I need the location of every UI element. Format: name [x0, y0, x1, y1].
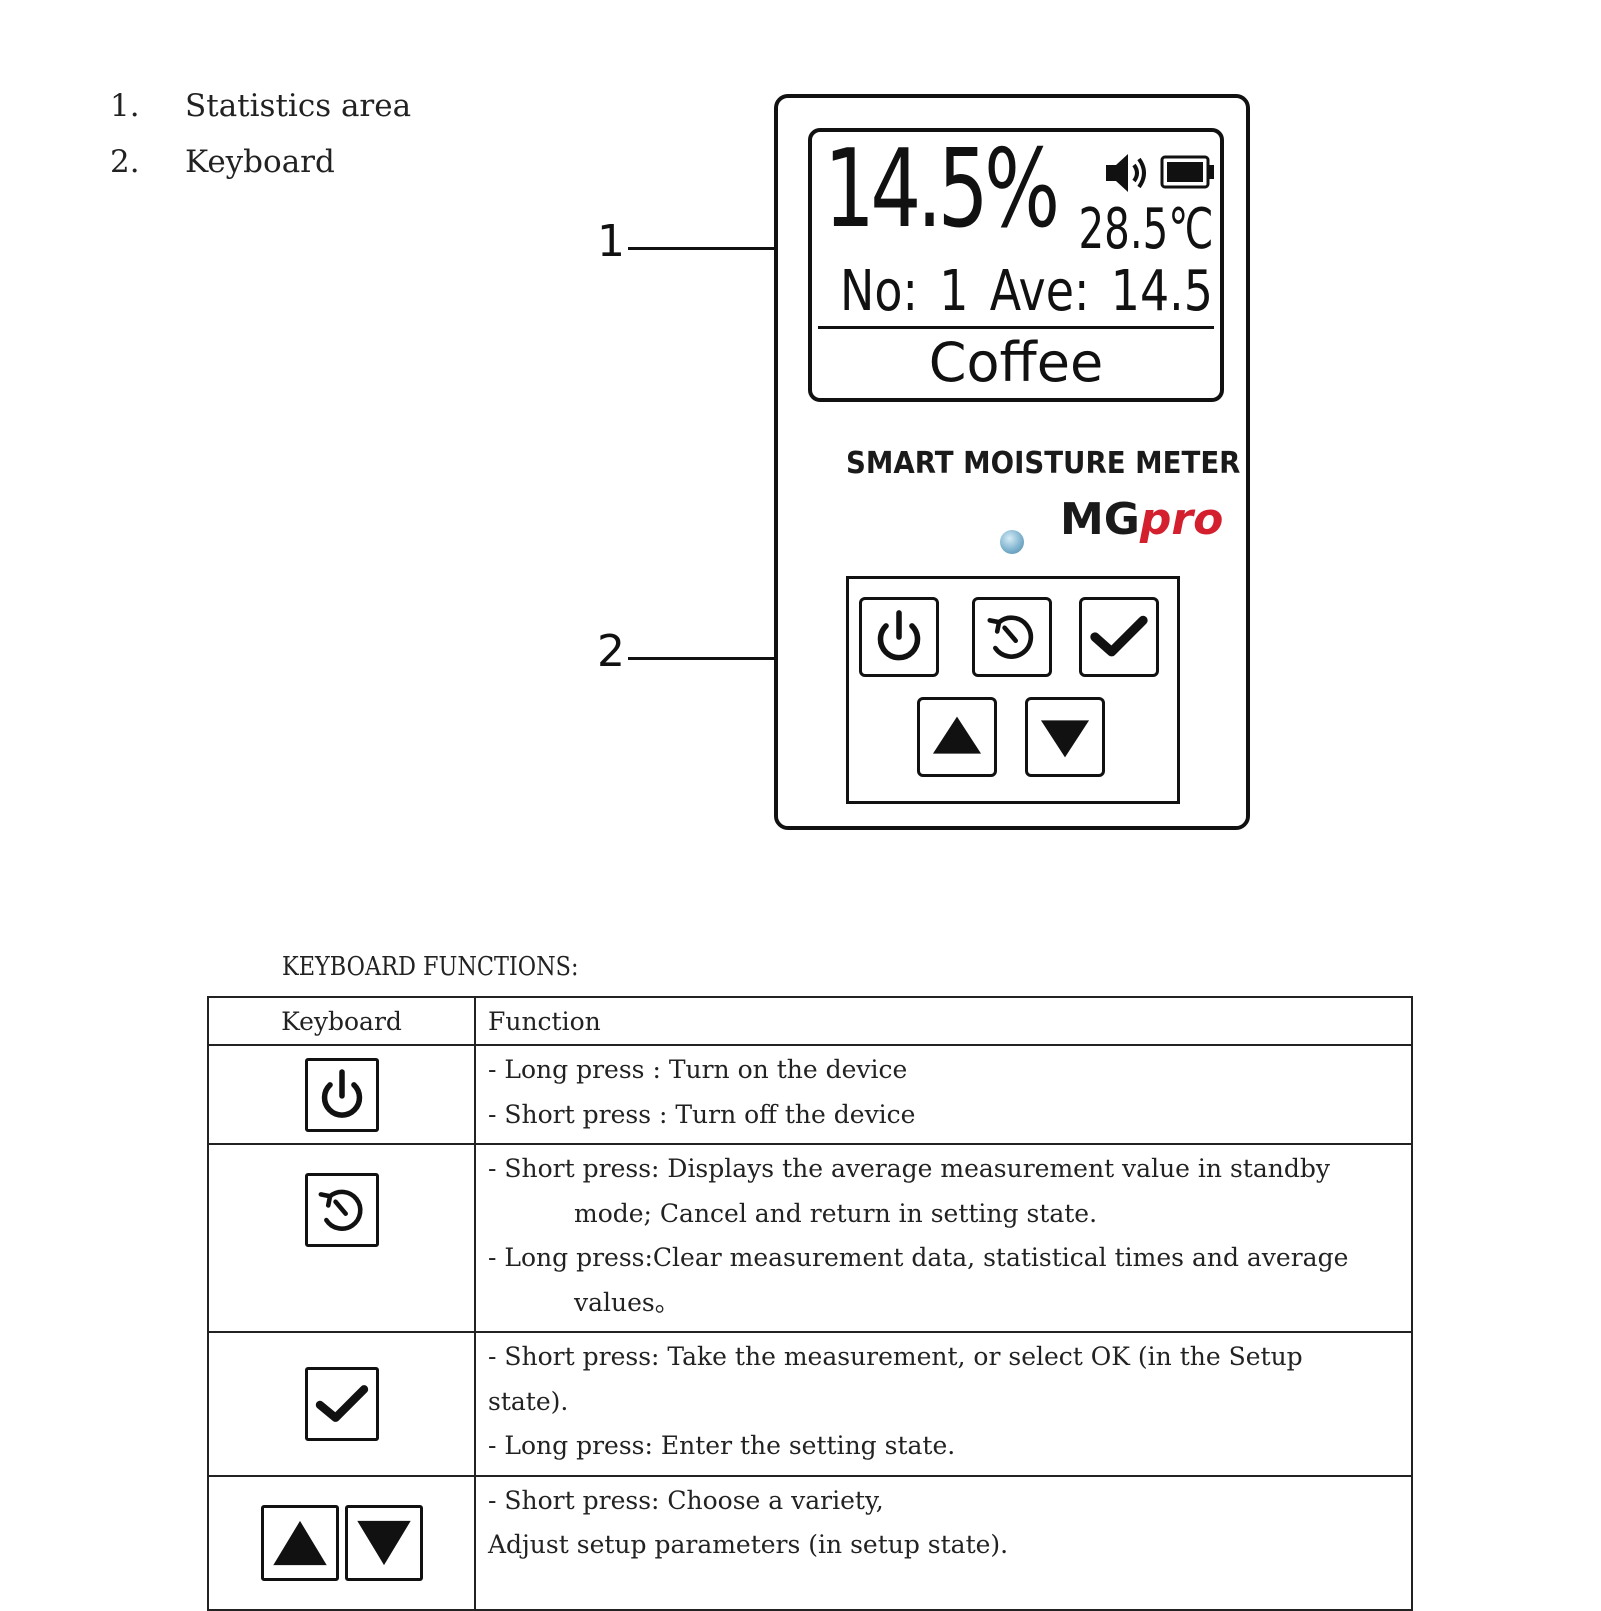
header-keyboard: Keyboard: [207, 996, 476, 1046]
legend-number: 1.: [110, 88, 140, 124]
temperature-reading: 28.5℃: [1078, 197, 1214, 262]
brand-logo: MGpro: [1060, 494, 1223, 545]
key-cell: [207, 1044, 476, 1145]
function-line: - Long press : Turn on the device: [488, 1055, 908, 1084]
table-header-row: Keyboard Function: [207, 996, 1413, 1046]
function-line: - Short press : Turn off the device: [488, 1099, 916, 1129]
callout-line-2: [628, 657, 852, 660]
legend-item: 2. Keyboard: [110, 134, 411, 190]
count-value: 1: [939, 259, 969, 324]
down-key-symbol: [344, 1504, 423, 1581]
confirm-button[interactable]: [1079, 597, 1159, 677]
check-icon: [315, 1384, 368, 1422]
lcd-divider: [818, 326, 1214, 329]
arrow-up-icon: [932, 716, 982, 754]
variety-name: Coffee: [928, 331, 1104, 394]
reset-icon: [987, 615, 1034, 659]
speaker-icon: [1106, 154, 1146, 192]
device-case-curve: [778, 348, 1246, 826]
average-label: Ave:: [989, 259, 1090, 324]
key-cell: [207, 1474, 476, 1611]
check-key-symbol: [304, 1366, 379, 1441]
table-row: - Short press: Choose a variety, Adjust …: [207, 1474, 1413, 1611]
table-row: - Long press : Turn on the device - Shor…: [207, 1044, 1413, 1145]
legend-item: 1. Statistics area: [110, 78, 411, 134]
average-value: 14.5: [1110, 259, 1213, 324]
power-icon: [321, 1068, 362, 1118]
function-line: - Long press: Enter the setting state.: [488, 1431, 956, 1460]
reset-icon: [318, 1189, 363, 1231]
arrow-up-icon: [272, 1520, 327, 1565]
brand-title: SMART MOISTURE METER: [846, 446, 1241, 481]
legend: 1. Statistics area 2. Keyboard: [110, 78, 411, 190]
header-function: Function: [474, 996, 1413, 1046]
power-button[interactable]: [859, 597, 939, 677]
arrow-down-icon: [356, 1520, 411, 1565]
callout-number-2: 2: [597, 626, 625, 677]
logo-pro: pro: [1139, 494, 1224, 545]
function-cell: - Short press: Choose a variety, Adjust …: [474, 1474, 1413, 1611]
reset-key-symbol: [304, 1173, 379, 1247]
function-line: - Short press: Displays the average meas…: [488, 1154, 1330, 1183]
table-row: - Short press: Displays the average meas…: [207, 1143, 1413, 1333]
keyboard-functions-table: Keyboard Function - Long press : Turn on…: [207, 996, 1413, 1611]
function-line: state).: [488, 1386, 569, 1416]
up-key-symbol: [260, 1504, 339, 1581]
key-cell: [207, 1331, 476, 1477]
status-led: [1000, 530, 1024, 554]
function-line: - Long press:Clear measurement data, sta…: [488, 1243, 1349, 1272]
down-button[interactable]: [1025, 697, 1105, 777]
function-line: values。: [574, 1287, 680, 1317]
count-label: No:: [840, 259, 918, 324]
power-key-symbol: [304, 1057, 379, 1132]
moisture-reading: 14.5%: [824, 127, 1060, 252]
up-button[interactable]: [917, 697, 997, 777]
arrow-down-icon: [1040, 720, 1090, 758]
key-cell: [207, 1143, 476, 1333]
function-line: - Short press: Choose a variety,: [488, 1485, 884, 1515]
battery-icon: [1160, 155, 1214, 189]
logo-mg: MG: [1060, 494, 1140, 545]
legend-label: Statistics area: [185, 88, 412, 124]
check-icon: [1090, 615, 1148, 657]
reset-button[interactable]: [972, 597, 1052, 677]
power-icon: [877, 610, 921, 661]
callout-number-1: 1: [597, 216, 625, 267]
legend-number: 2.: [110, 144, 140, 180]
lcd-screen: 14.5% 28.5℃ No: 1 Ave: 14.5 Coffee: [808, 128, 1224, 402]
table-row: - Short press: Take the measurement, or …: [207, 1331, 1413, 1477]
function-cell: - Long press : Turn on the device - Shor…: [474, 1044, 1413, 1145]
function-line: mode; Cancel and return in setting state…: [574, 1198, 1098, 1228]
function-cell: - Short press: Displays the average meas…: [474, 1143, 1413, 1333]
legend-label: Keyboard: [185, 144, 335, 180]
keypad: [846, 576, 1180, 804]
function-line: - Short press: Take the measurement, or …: [488, 1342, 1303, 1371]
keyboard-functions-heading: KEYBOARD FUNCTIONS:: [282, 952, 579, 982]
function-cell: - Short press: Take the measurement, or …: [474, 1331, 1413, 1477]
function-line: Adjust setup parameters (in setup state)…: [488, 1530, 1009, 1559]
callout-line-1: [628, 247, 816, 250]
